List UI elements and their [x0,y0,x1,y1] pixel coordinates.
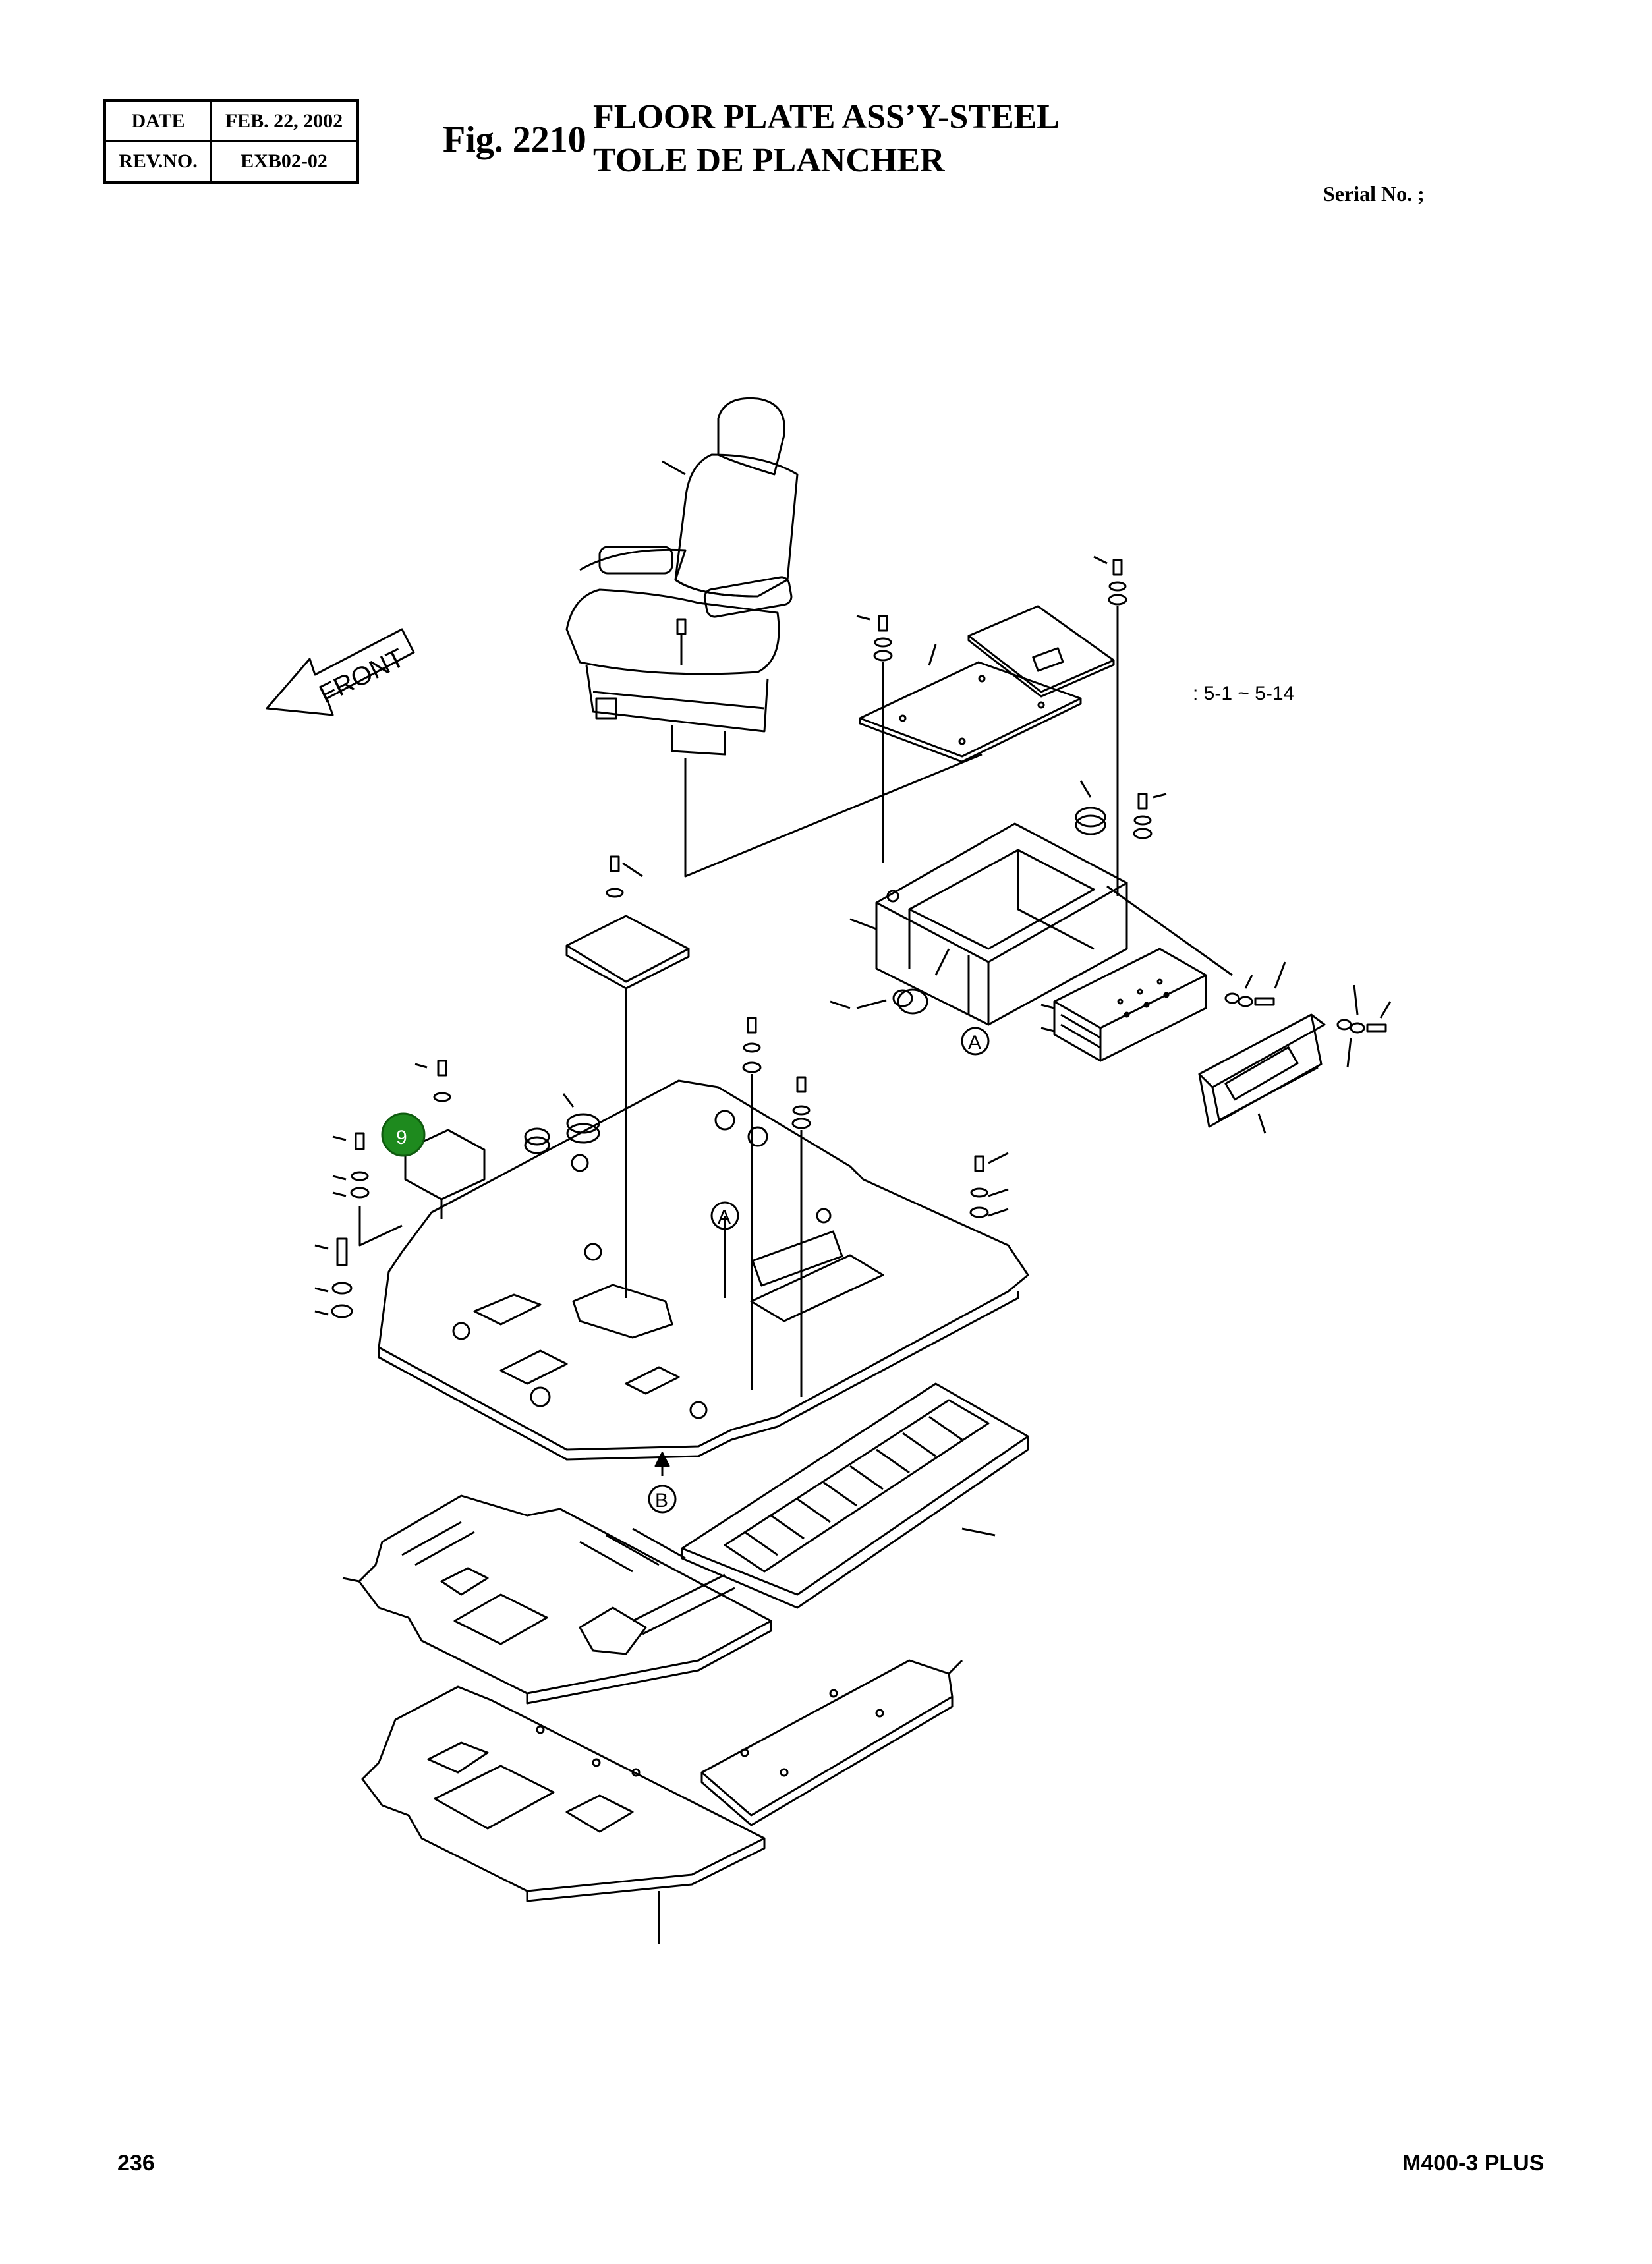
console-lid-plate [967,605,1115,698]
marker-a-console: A [961,1027,990,1056]
operator-seat [565,397,799,756]
callout-9-label: 9 [396,1127,407,1148]
seat-bolt [676,618,983,878]
marker-b-label: B [655,1490,668,1512]
hardware-row-right [1106,885,1392,1068]
page-number: 236 [117,2151,155,2176]
marker-a-floor: A [710,1201,739,1230]
grommet-1 [1075,780,1106,835]
figure-title-en: FLOOR PLATE ASS’Y-STEEL [593,98,1060,136]
callout-9[interactable]: 9 [381,1112,426,1157]
model-name: M400-3 PLUS [1402,2151,1545,2176]
marker-a-floor-label: A [718,1206,731,1228]
console-box [849,822,1128,1026]
marker-a-console-label: A [968,1032,981,1054]
hardware-stack-5 [791,1076,811,1397]
underside-board-left [361,1685,766,1944]
marker-b: B [648,1452,677,1514]
hardware-stack-1 [856,615,893,863]
floor-mat-right [681,1382,1029,1609]
underside-board-right [700,1659,963,1826]
rev-label: REV.NO. [103,140,212,183]
console-knob [830,988,928,1015]
hardware-stack-3 [1133,793,1167,839]
floor-plate [378,1079,1029,1461]
access-cover [565,855,690,1298]
date-label: DATE [103,99,212,142]
side-cover-panel [1198,1013,1326,1134]
front-arrow: FRONT [266,628,415,716]
revision-table: DATE FEB. 22, 2002 REV.NO. EXB02-02 [103,99,359,184]
hardware-stack-6 [969,1152,1009,1218]
rev-value: EXB02-02 [210,140,358,183]
figure-number: Fig. 2210 [443,119,586,160]
date-value: FEB. 22, 2002 [210,99,358,142]
hardware-stack-9 [314,1206,403,1318]
front-label: FRONT [315,643,409,709]
hardware-stack-8 [332,1132,370,1199]
figure-title-fr: TOLE DE PLANCHER [593,142,945,179]
reference-note: : 5-1 ~ 5-14 [1193,683,1295,704]
rubber-grommets [524,1093,600,1154]
floor-mat-left [342,1494,772,1705]
drawer-frame [1040,948,1207,1062]
hardware-stack-7 [414,1060,451,1102]
mounting-bracket [404,1129,486,1219]
serial-number: Serial No. ; [1323,182,1425,206]
hardware-stack-2 [1093,555,1127,896]
hardware-stack-4 [742,1017,762,1390]
console-top-cover [859,644,1082,763]
